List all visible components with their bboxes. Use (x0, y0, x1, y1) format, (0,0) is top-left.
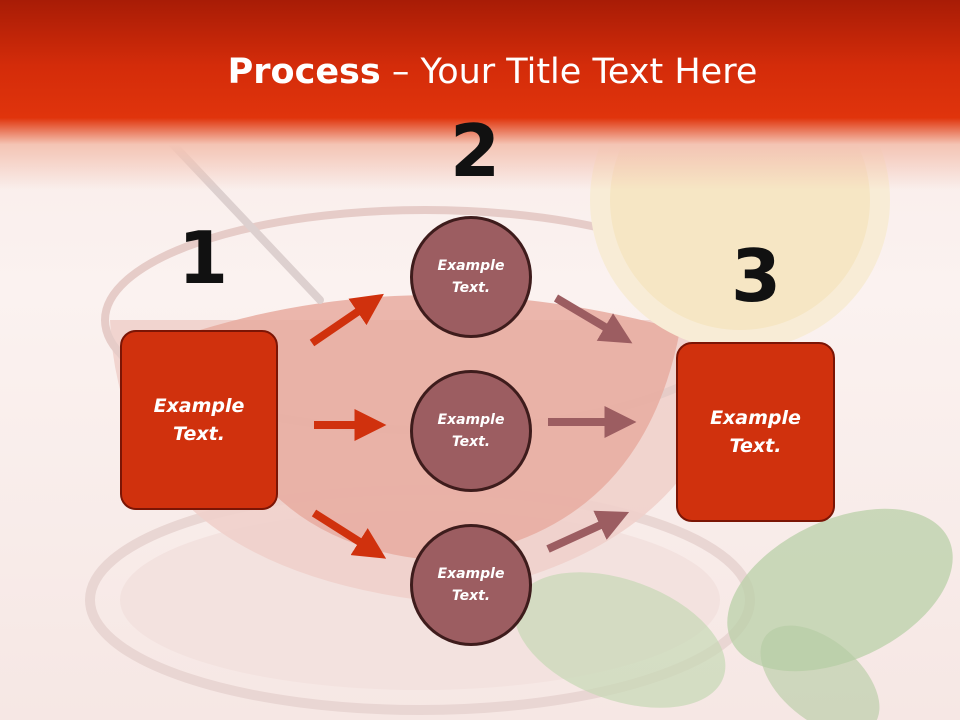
step-number-2: 2 (450, 109, 501, 193)
arrow-bottom-to-right (546, 510, 630, 553)
circle-middle[interactable]: Example Text. (410, 370, 532, 492)
title-bold-text: Process (227, 52, 381, 92)
arrow-left-to-top (309, 293, 384, 347)
title-bar (0, 0, 960, 190)
title-rest-text: – Your Title Text Here (380, 52, 758, 92)
circle-top[interactable]: Example Text. (410, 216, 532, 338)
right-box-line2: Text. (729, 435, 782, 457)
circle-middle-line1: Example (437, 411, 505, 428)
circle-bottom[interactable]: Example Text. (410, 524, 532, 646)
circle-bottom-line1: Example (437, 565, 505, 582)
circle-top-line2: Text. (451, 280, 491, 296)
left-step-box[interactable]: Example Text. (120, 330, 278, 510)
right-step-box[interactable]: Example Text. (676, 342, 835, 522)
circle-bottom-line2: Text. (451, 588, 491, 604)
right-box-line1: Example (710, 406, 801, 429)
left-box-line2: Text. (173, 423, 225, 445)
circle-top-line1: Example (437, 257, 505, 274)
slide-title: Process – Your Title Text Here (0, 52, 960, 92)
left-box-line1: Example (153, 394, 245, 417)
arrow-top-to-right (553, 294, 633, 344)
step-number-1: 1 (178, 216, 229, 300)
step-number-3: 3 (731, 234, 782, 318)
arrow-left-to-bottom (311, 509, 387, 559)
circle-middle-line2: Text. (451, 434, 491, 450)
